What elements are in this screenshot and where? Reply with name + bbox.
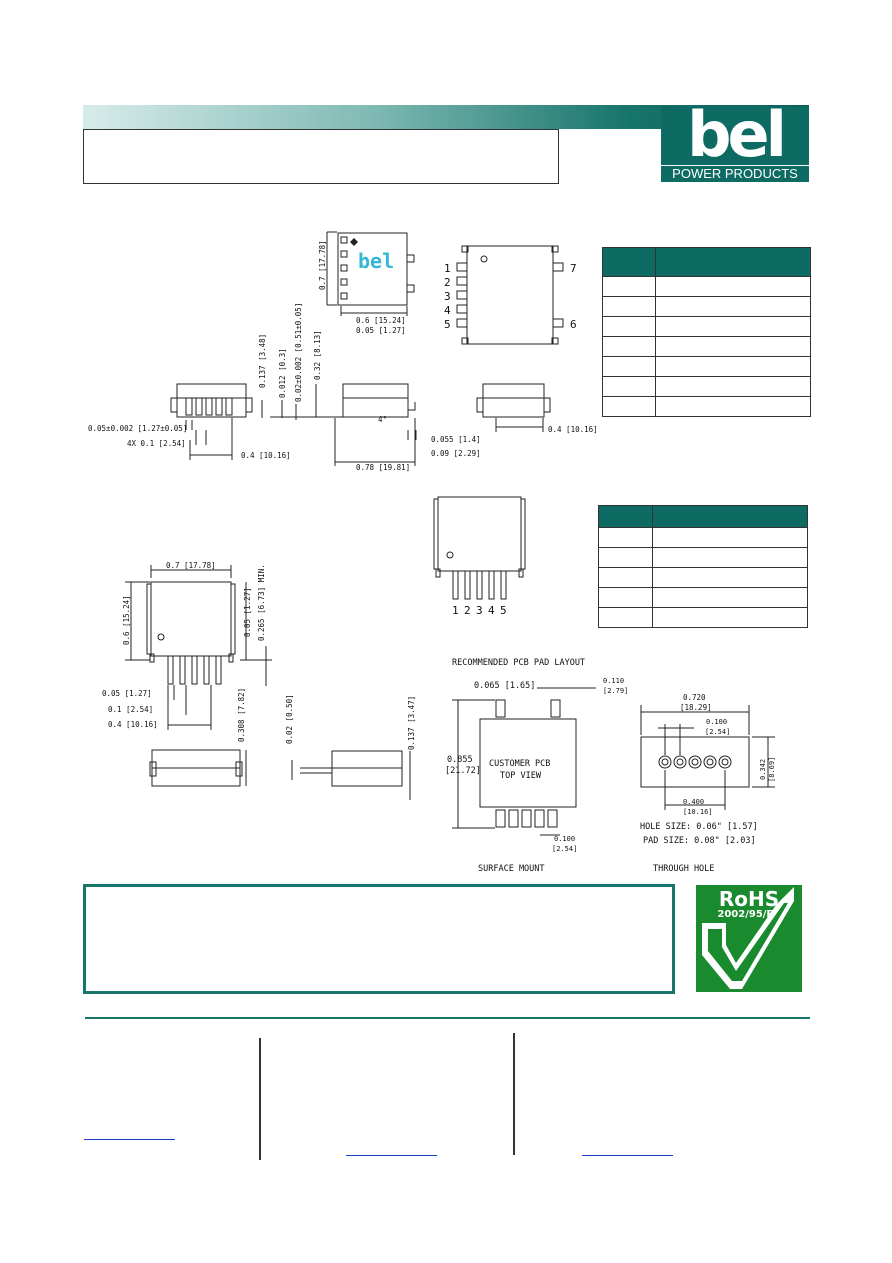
pcb-smd-pads <box>495 699 561 828</box>
package-logo: bel <box>358 249 394 273</box>
svg-text:0.265 [6.73] MIN.: 0.265 [6.73] MIN. <box>257 564 266 641</box>
svg-text:0.137 [3.48]: 0.137 [3.48] <box>258 334 267 388</box>
svg-text:0.1 [2.54]: 0.1 [2.54] <box>108 705 153 714</box>
svg-text:4°: 4° <box>378 415 387 424</box>
pcb-labels: RECOMMENDED PCB PAD LAYOUT 0.065 [1.65] … <box>445 658 776 874</box>
svg-text:5: 5 <box>444 318 451 331</box>
svg-text:0.055 [1.4]: 0.055 [1.4] <box>431 435 481 444</box>
svg-text:0.02 [0.50]: 0.02 [0.50] <box>285 694 294 744</box>
footer-link-1[interactable] <box>84 1139 175 1140</box>
pinout-view <box>466 245 554 345</box>
svg-text:4: 4 <box>444 304 451 317</box>
svg-text:0.05±0.002 [1.27±0.05]: 0.05±0.002 [1.27±0.05] <box>88 424 187 433</box>
footer-divider-1 <box>259 1038 261 1160</box>
svg-text:0.09 [2.29]: 0.09 [2.29] <box>431 449 481 458</box>
svg-text:RECOMMENDED PCB PAD LAYOUT: RECOMMENDED PCB PAD LAYOUT <box>452 658 585 668</box>
pin1-marker <box>480 255 488 263</box>
smd-side-view <box>342 383 409 418</box>
pcb-th-holes <box>658 755 732 769</box>
svg-text:[18.29]: [18.29] <box>680 703 712 712</box>
svg-text:0.78 [19.81]: 0.78 [19.81] <box>356 463 410 472</box>
pinout-pins <box>456 245 564 345</box>
svg-text:[8.69]: [8.69] <box>768 757 776 782</box>
svg-text:0.32 [8.13]: 0.32 [8.13] <box>313 330 322 380</box>
svg-text:0.6 [15.24]: 0.6 [15.24] <box>122 595 131 645</box>
svg-text:0.4 [10.16]: 0.4 [10.16] <box>548 425 598 434</box>
pcb-smd-outline <box>479 718 577 808</box>
svg-text:[2.79]: [2.79] <box>603 687 628 695</box>
svg-text:0.100: 0.100 <box>706 718 727 726</box>
svg-text:0.308 [7.82]: 0.308 [7.82] <box>237 688 246 742</box>
svg-text:0.7 [17.78]: 0.7 [17.78] <box>166 561 216 570</box>
rohs-badge: RoHS 2002/95/EC <box>696 885 802 992</box>
svg-text:4: 4 <box>488 604 495 617</box>
svg-text:0.05 [1.27]: 0.05 [1.27] <box>356 326 406 335</box>
dimension-labels: 0.7 [17.78] 0.6 [15.24] 0.05 [1.27] 0.13… <box>88 240 598 750</box>
svg-text:0.065 [1.65]: 0.065 [1.65] <box>474 681 535 691</box>
rohs-check-icon <box>702 887 794 989</box>
rohs-title: RoHS <box>718 887 780 911</box>
rohs-directive: 2002/95/EC <box>717 909 781 920</box>
svg-text:0.012 [0.3]: 0.012 [0.3] <box>278 348 287 398</box>
svg-text:PAD SIZE: 0.08" [2.03]: PAD SIZE: 0.08" [2.03] <box>643 836 756 846</box>
svg-text:1: 1 <box>444 262 451 275</box>
svg-text:[2.54]: [2.54] <box>705 728 730 736</box>
svg-text:0.6 [15.24]: 0.6 [15.24] <box>356 316 406 325</box>
svg-text:HOLE SIZE: 0.06" [1.57]: HOLE SIZE: 0.06" [1.57] <box>640 822 758 832</box>
pcb-th-outline <box>640 736 750 788</box>
svg-text:5: 5 <box>500 604 507 617</box>
title-box <box>83 129 559 184</box>
svg-text:2: 2 <box>444 276 451 289</box>
svg-text:[2.54]: [2.54] <box>552 845 577 853</box>
svg-text:[10.16]: [10.16] <box>683 808 713 816</box>
svg-text:[21.72]: [21.72] <box>445 766 481 776</box>
svg-text:0.100: 0.100 <box>554 835 575 843</box>
svg-text:0.05 [1.27]: 0.05 [1.27] <box>243 587 252 637</box>
svg-text:1: 1 <box>452 604 459 617</box>
th-front-view <box>437 496 522 572</box>
footer-link-3[interactable] <box>582 1155 673 1156</box>
svg-text:3: 3 <box>476 604 483 617</box>
svg-text:6: 6 <box>570 318 577 331</box>
svg-text:0.400: 0.400 <box>683 798 704 806</box>
pin-table-smd <box>602 247 811 417</box>
svg-text:0.05 [1.27]: 0.05 [1.27] <box>102 689 152 698</box>
logo-subtitle: POWER PRODUCTS <box>661 165 809 182</box>
svg-text:4X 0.1 [2.54]: 4X 0.1 [2.54] <box>127 439 186 448</box>
svg-text:SURFACE MOUNT: SURFACE MOUNT <box>478 864 545 874</box>
smd-top-pins <box>340 236 415 300</box>
notes-box <box>83 884 675 994</box>
smd-end-view <box>482 383 545 418</box>
svg-text:0.4 [10.16]: 0.4 [10.16] <box>241 451 291 460</box>
footer-link-2[interactable] <box>346 1155 437 1156</box>
th-package-view <box>150 581 232 657</box>
pin-table-th <box>598 505 808 628</box>
orientation-marker <box>350 238 358 246</box>
svg-text:0.110: 0.110 <box>603 677 624 685</box>
logo-word: bel <box>687 98 787 171</box>
svg-text:TOP VIEW: TOP VIEW <box>500 771 542 781</box>
svg-text:0.137 [3.47]: 0.137 [3.47] <box>407 696 416 750</box>
footer-divider-2 <box>513 1033 515 1155</box>
svg-text:0.342: 0.342 <box>759 759 767 780</box>
smd-top-view <box>337 232 408 306</box>
svg-text:CUSTOMER PCB: CUSTOMER PCB <box>489 759 550 769</box>
svg-text:0.7 [17.78]: 0.7 [17.78] <box>318 240 327 290</box>
svg-text:0.720: 0.720 <box>683 693 706 702</box>
svg-text:0.4 [10.16]: 0.4 [10.16] <box>108 720 158 729</box>
svg-text:2: 2 <box>464 604 471 617</box>
svg-text:3: 3 <box>444 290 451 303</box>
svg-text:7: 7 <box>570 262 577 275</box>
pinout-numbers: 1 2 3 4 5 7 6 1 2 3 4 5 <box>444 262 577 617</box>
svg-text:0.02±0.002 [0.51±0.05]: 0.02±0.002 [0.51±0.05] <box>294 303 303 402</box>
footer-rule <box>85 1017 810 1019</box>
svg-text:THROUGH HOLE: THROUGH HOLE <box>653 864 714 874</box>
svg-text:0.855: 0.855 <box>447 755 473 765</box>
bel-logo: bel POWER PRODUCTS <box>661 100 809 182</box>
